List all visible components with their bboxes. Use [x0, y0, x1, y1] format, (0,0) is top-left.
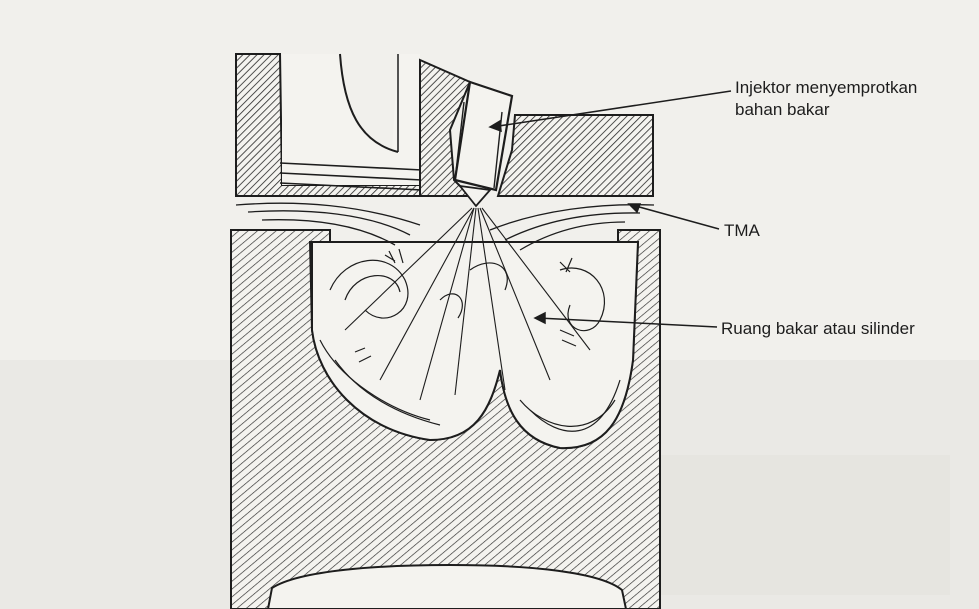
injector-label-line1: Injektor menyemprotkan: [735, 77, 917, 99]
cylinder-head-right-block: [498, 115, 653, 196]
combustion-chamber-label: Ruang bakar atau silinder: [721, 318, 915, 340]
valve-channel: [282, 54, 420, 185]
injector-label: Injektor menyemprotkan bahan bakar: [735, 77, 917, 121]
injector-label-line2: bahan bakar: [735, 99, 917, 121]
tma-label: TMA: [724, 220, 760, 242]
